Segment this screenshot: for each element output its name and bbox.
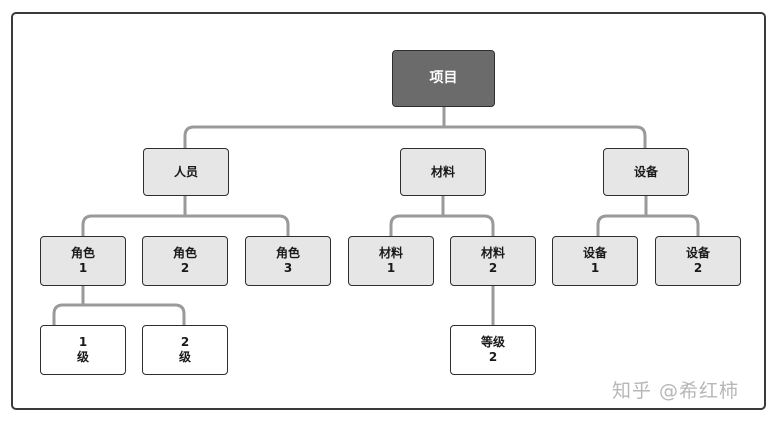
node-material-2: 材料 2 [450,236,536,286]
node-equipment-1: 设备 1 [552,236,638,286]
node-equipment: 设备 [603,148,689,196]
diagram-frame [11,12,766,410]
node-materials: 材料 [400,148,486,196]
watermark-text: 知乎 @希红柿 [612,380,740,402]
node-grade-2: 等级 2 [450,325,536,375]
connector-role1-to-levels [52,286,186,325]
connector-root-to-categories [183,106,647,148]
node-role-3: 角色 3 [245,236,331,286]
node-personnel: 人员 [143,148,229,196]
connector-personnel-to-roles [81,196,290,236]
node-level-1: 1 级 [40,325,126,375]
node-level-2: 2 级 [142,325,228,375]
node-project: 项目 [392,50,495,107]
node-material-1: 材料 1 [348,236,434,286]
connector-equipment-to-items [596,196,700,236]
connector-materials-to-items [389,196,495,236]
node-role-1: 角色 1 [40,236,126,286]
node-equipment-2: 设备 2 [655,236,741,286]
node-role-2: 角色 2 [142,236,228,286]
